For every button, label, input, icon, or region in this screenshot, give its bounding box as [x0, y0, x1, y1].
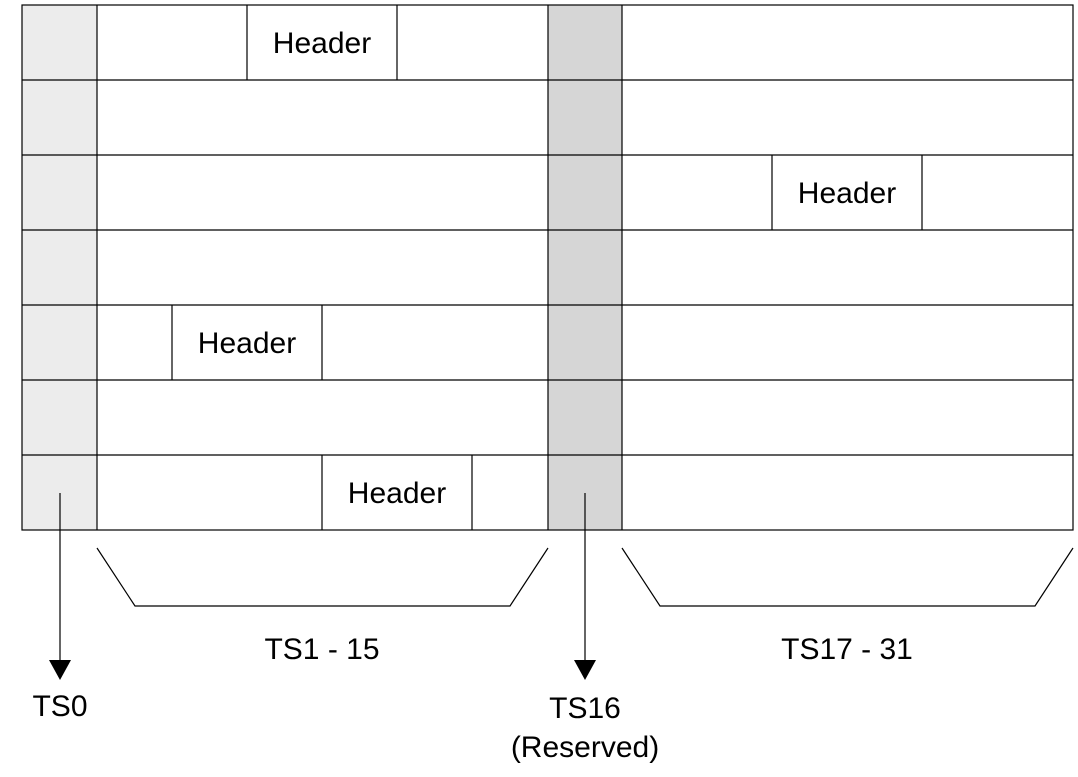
header-box: Header: [246, 5, 398, 80]
ts17-31-brace: [621, 547, 1074, 607]
ts16-column: [548, 5, 622, 530]
header-box: Header: [321, 455, 473, 530]
ts16-reserved-label: (Reserved): [511, 731, 659, 764]
ts17-31-label: TS17 - 31: [781, 633, 913, 666]
header-label: Header: [273, 27, 371, 60]
header-box: Header: [771, 155, 923, 230]
ts16-label: TS16: [549, 692, 621, 725]
ts0-label: TS0: [32, 690, 87, 723]
ts0-column: [22, 5, 97, 530]
ts1-15-label: TS1 - 15: [264, 633, 379, 666]
header-label: Header: [798, 177, 896, 210]
ts0-arrowhead: [49, 660, 71, 680]
header-label: Header: [348, 477, 446, 510]
frame-grid: [21, 4, 1074, 531]
header-label: Header: [198, 327, 296, 360]
ts1-15-brace: [96, 547, 549, 607]
header-box: Header: [171, 305, 323, 380]
ts16-arrowhead: [574, 660, 596, 680]
